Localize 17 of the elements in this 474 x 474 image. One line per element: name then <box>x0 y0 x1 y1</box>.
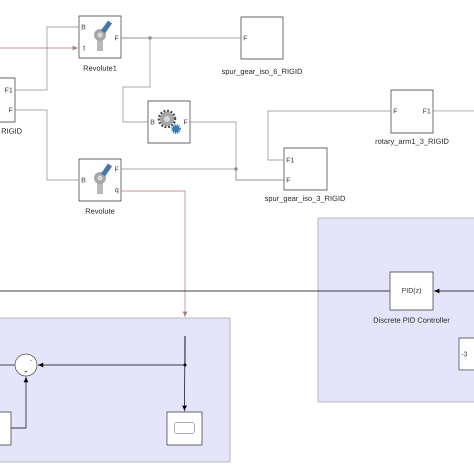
scope-block <box>166 412 202 446</box>
connector-line <box>0 364 16 366</box>
arrow <box>434 288 474 294</box>
connector-line <box>15 26 79 90</box>
connector-line <box>0 290 390 292</box>
arrow <box>121 190 188 317</box>
arrow <box>182 336 187 411</box>
subsystem-panel <box>0 318 230 462</box>
arrow <box>0 46 78 50</box>
arrow <box>11 377 28 428</box>
connector-line <box>190 122 284 180</box>
block <box>0 412 12 446</box>
connector-line <box>433 110 474 112</box>
connector-line <box>268 110 391 160</box>
subsystem-panel <box>318 218 474 402</box>
connector-line <box>15 110 79 180</box>
connector-line <box>121 38 150 122</box>
